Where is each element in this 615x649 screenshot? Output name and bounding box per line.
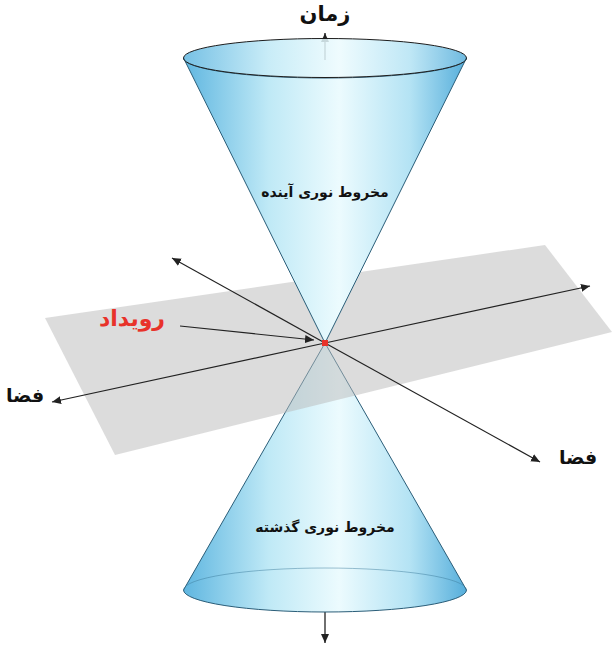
cone-label: مخروط نوری آینده — [183, 184, 467, 200]
cone-label: مخروط نوری گذشته — [183, 519, 467, 535]
cone-body — [184, 58, 467, 343]
event-label: رویداد — [99, 306, 165, 332]
axis-title: فضا — [6, 384, 44, 407]
space-axis — [52, 343, 325, 402]
light-cone: مخروط نوری آینده — [183, 38, 467, 344]
event-point — [322, 340, 328, 346]
space-axis — [325, 286, 590, 343]
axis-title: فضا — [559, 446, 597, 469]
cone-rim — [184, 39, 467, 78]
space-axis — [325, 343, 540, 462]
axis-title: زمان — [300, 2, 351, 27]
leader-line — [180, 326, 314, 340]
cone-rim-back — [184, 568, 467, 590]
